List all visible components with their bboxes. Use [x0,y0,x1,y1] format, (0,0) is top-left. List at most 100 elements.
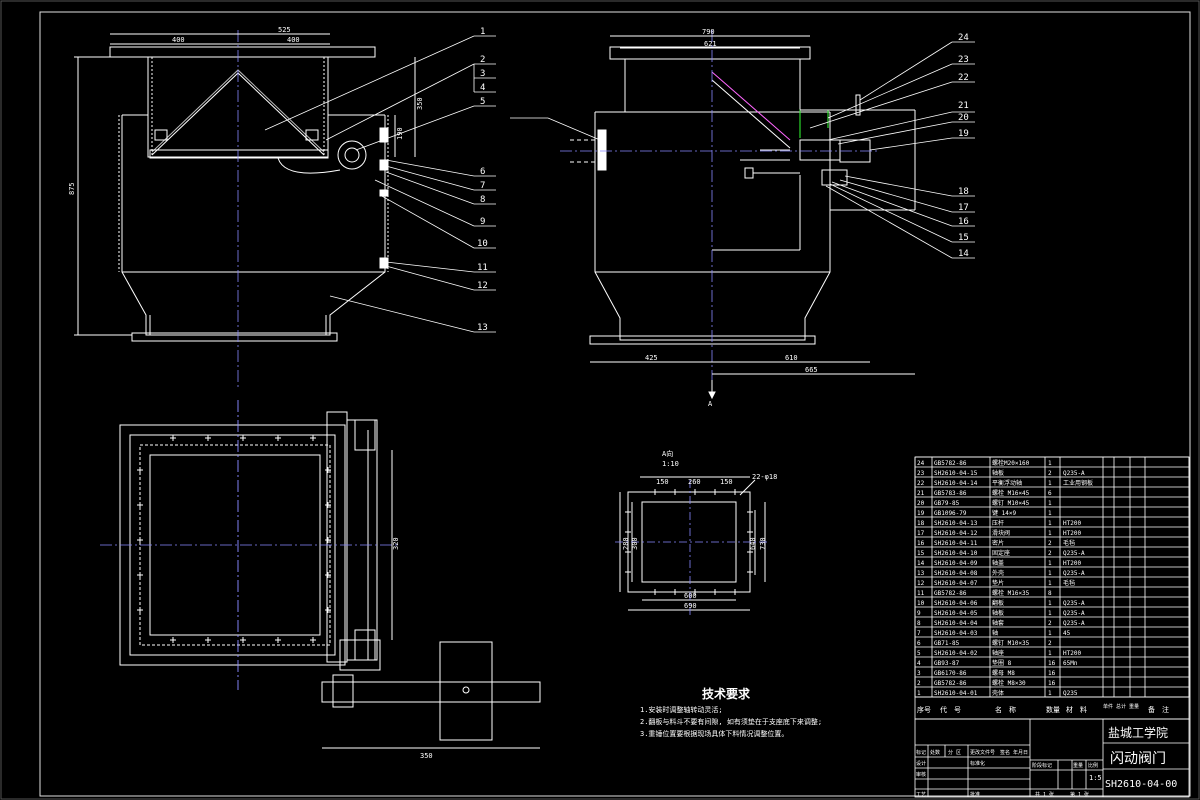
bom-cell: 12 [917,580,925,587]
bom-cell: GB79-85 [934,500,960,507]
section-a-holes [625,489,753,595]
bom-cell: 19 [917,510,925,517]
balloon-10: 10 [477,239,488,249]
note-3: 3.重锤位置要根据现场具体下料情况调整位置。 [640,729,788,738]
bom-cell: SH2610-04-12 [934,530,978,537]
bom-cell: 1 [1048,610,1052,617]
balloon-21: 21 [958,101,969,111]
balloon-3: 3 [480,69,485,79]
bom-cell: 20 [917,500,925,507]
balloon-19: 19 [958,129,969,139]
drawing-title: 闪动阀门 [1110,751,1166,767]
bom-cell: 10 [917,600,925,607]
note-1: 1.安装时调整轴转动灵活; [640,705,723,714]
bom-cell: 16 [1048,660,1056,667]
bom-cell: SH2610-04-10 [934,550,978,557]
balloon-12: 12 [477,281,488,291]
dim-sec-690: 690 [684,602,697,610]
bom-cell: 45 [1063,630,1071,637]
dim-plan-320: 320 [392,537,400,550]
bom-cell: 1 [1048,530,1052,537]
bom-cell: 1 [1048,560,1052,567]
tb-design: 设计 [916,760,926,767]
front-leaders [264,35,496,333]
dim-front-top: 525 [278,26,291,34]
bom-cell: 1 [1048,510,1052,517]
bom-cell: HT200 [1063,520,1081,527]
title-block [914,718,1190,798]
side-leaders [510,41,975,259]
bom-cell: HT200 [1063,650,1081,657]
bom-cell: 固定座 [992,549,1010,557]
dim-side-621: 621 [704,40,717,48]
tb-mark: 标记 [916,749,926,756]
bom-cell: SH2610-04-01 [934,690,978,697]
balloon-4: 4 [480,83,485,93]
bom-cell: 2 [1048,540,1052,547]
tb-scale-label: 比例 [1088,762,1098,769]
bom-cell: 1 [1048,690,1052,697]
bom-cell: 22 [917,480,925,487]
bom-cell: 轴板 [992,609,1004,617]
bom-cell: 16 [1048,680,1056,687]
dim-front-h: 875 [68,182,76,195]
bom-cell: 1 [1048,570,1052,577]
bom-cell: 螺栓 M16×45 [992,489,1030,497]
dim-sec-150b: 150 [720,478,733,486]
bom-cell: 8 [917,620,921,627]
tb-process: 工艺 [916,792,926,798]
bom-cell: 9 [917,610,921,617]
balloon-14: 14 [958,249,969,259]
bom-cell: 2 [1048,620,1052,627]
bom-cell: 螺钉 M10×35 [992,639,1030,647]
balloon-23: 23 [958,55,969,65]
bom-cell: SH2610-04-04 [934,620,978,627]
bom-table [914,456,1190,698]
tb-approve: 批准 [970,791,980,798]
balloon-9: 9 [480,217,485,227]
bom-cell: 16 [1048,670,1056,677]
bom-cell: SH2610-04-05 [934,610,978,617]
dim-side-610: 610 [785,354,798,362]
tb-date: 年月日 [1013,749,1028,756]
bom-cell: 轴 [992,629,998,637]
bom-cell: 7 [917,630,921,637]
sheet-number: 第 1 张 [1070,791,1089,798]
bom-cell: 8 [1048,590,1052,597]
dim-sec-730: 730 [759,537,767,550]
balloon-7: 7 [480,181,485,191]
bom-h-mat: 材 料 [1066,705,1087,714]
bom-cell: 1 [1048,500,1052,507]
bom-cell: HT200 [1063,560,1081,567]
bom-cell: 键 14×9 [992,509,1016,517]
bom-cell: 螺钉 M10×45 [992,499,1030,507]
tb-weight: 重量 [1073,762,1083,769]
bom-cell: GB6170-86 [934,670,967,677]
balloon-16: 16 [958,217,969,227]
bom-cell: SH2610-04-11 [934,540,978,547]
balloon-20: 20 [958,113,969,123]
school-name: 盐城工学院 [1108,725,1168,740]
dim-plan-350: 350 [420,752,433,760]
bom-cell: 2 [1048,550,1052,557]
drawing-number: SH2610-04-00 [1105,779,1177,790]
tb-sign: 签名 [1000,749,1010,756]
bom-cell: 工业用钢板 [1063,479,1093,487]
balloon-8: 8 [480,195,485,205]
bom-cell: 密片 [992,539,1004,547]
bom-cell: 毛毡 [1063,579,1075,587]
dim-side-665: 665 [805,366,818,374]
bom-cell: 2 [1048,470,1052,477]
balloon-18: 18 [958,187,969,197]
tb-standard: 标准化 [970,760,985,767]
dim-sec-holes: 22-φ18 [752,473,777,481]
dim-front-350: 350 [416,97,424,110]
bom-cell: 螺栓 M8×30 [992,679,1026,687]
bom-cell: 轴座 [992,649,1004,657]
bom-cell: Q235-A [1063,550,1085,557]
dim-sec-280: 280 [622,537,630,550]
bom-h-seq: 序号 [917,705,931,714]
